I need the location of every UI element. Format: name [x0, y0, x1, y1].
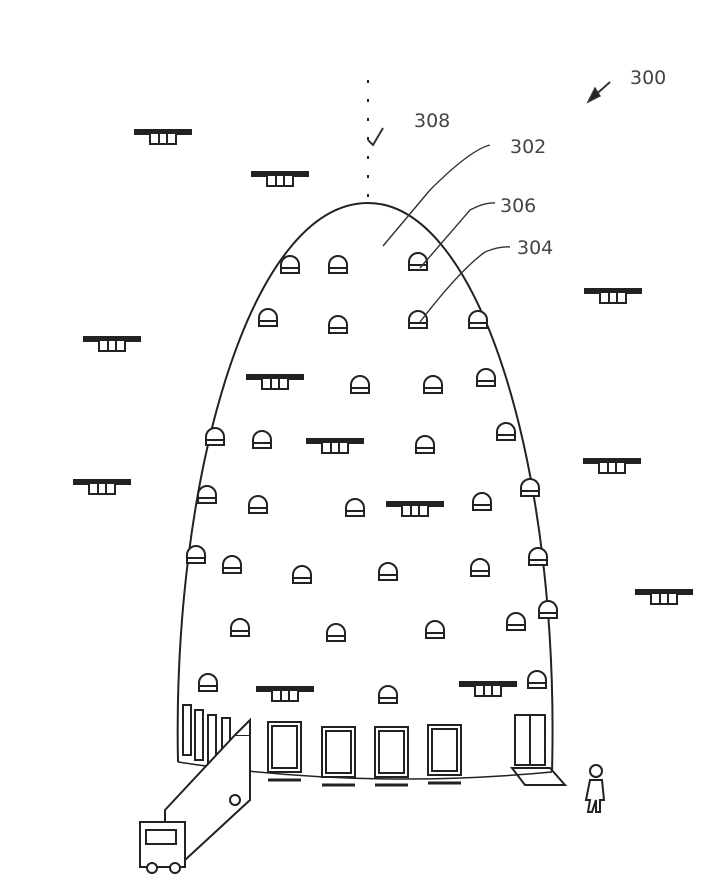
drone-icon [251, 171, 309, 187]
aperture-icon [258, 308, 278, 327]
aperture-icon [468, 310, 488, 329]
aperture-icon [506, 612, 526, 631]
door-with-ramp [509, 714, 568, 786]
drone-icon [386, 501, 444, 517]
drone-fleet [73, 129, 693, 702]
aperture-icon [378, 562, 398, 581]
label-302: 302 [510, 136, 546, 158]
aperture-icon [280, 255, 300, 274]
label-304: 304 [517, 237, 553, 259]
aperture-icon [528, 547, 548, 566]
aperture-icon [292, 565, 312, 584]
aperture-icon [538, 600, 558, 619]
person-figure [584, 764, 606, 813]
aperture-icon [197, 485, 217, 504]
bay-door [321, 726, 356, 787]
side-door [182, 704, 192, 756]
aperture-icon [520, 478, 540, 497]
label-308: 308 [414, 110, 450, 132]
drone-icon [583, 458, 641, 474]
dome-structure [176, 201, 554, 773]
aperture-icon [408, 310, 428, 329]
aperture-icon [252, 430, 272, 449]
bay-door [374, 726, 409, 787]
aperture-icon [472, 492, 492, 511]
aperture-grid [186, 252, 558, 704]
bay-door [267, 721, 302, 782]
drone-icon [635, 589, 693, 605]
aperture-icon [328, 315, 348, 334]
aperture-icon [198, 673, 218, 692]
aperture-icon [425, 620, 445, 639]
side-door [194, 709, 204, 761]
aperture-icon [326, 623, 346, 642]
drone-icon [584, 288, 642, 304]
aperture-icon [470, 558, 490, 577]
aperture-icon [345, 498, 365, 517]
aperture-icon [186, 545, 206, 564]
leader-lines [367, 81, 611, 323]
aperture-icon [527, 670, 547, 689]
aperture-icon [328, 255, 348, 274]
bay-door [427, 724, 462, 785]
aperture-icon [408, 252, 428, 271]
aperture-icon [205, 427, 225, 446]
drone-icon [134, 129, 192, 145]
aperture-icon [496, 422, 516, 441]
drone-icon [73, 479, 131, 495]
truck [139, 717, 251, 874]
aperture-icon [248, 495, 268, 514]
drone-icon [246, 374, 304, 390]
label-300: 300 [630, 67, 666, 89]
aperture-icon [476, 368, 496, 387]
drone-icon [306, 438, 364, 454]
aperture-icon [415, 435, 435, 454]
aperture-icon [378, 685, 398, 704]
aperture-icon [350, 375, 370, 394]
drone-icon [83, 336, 141, 352]
aperture-icon [230, 618, 250, 637]
drone-icon [459, 681, 517, 697]
drone-icon [256, 686, 314, 702]
label-306: 306 [500, 195, 536, 217]
aperture-icon [423, 375, 443, 394]
aperture-icon [222, 555, 242, 574]
